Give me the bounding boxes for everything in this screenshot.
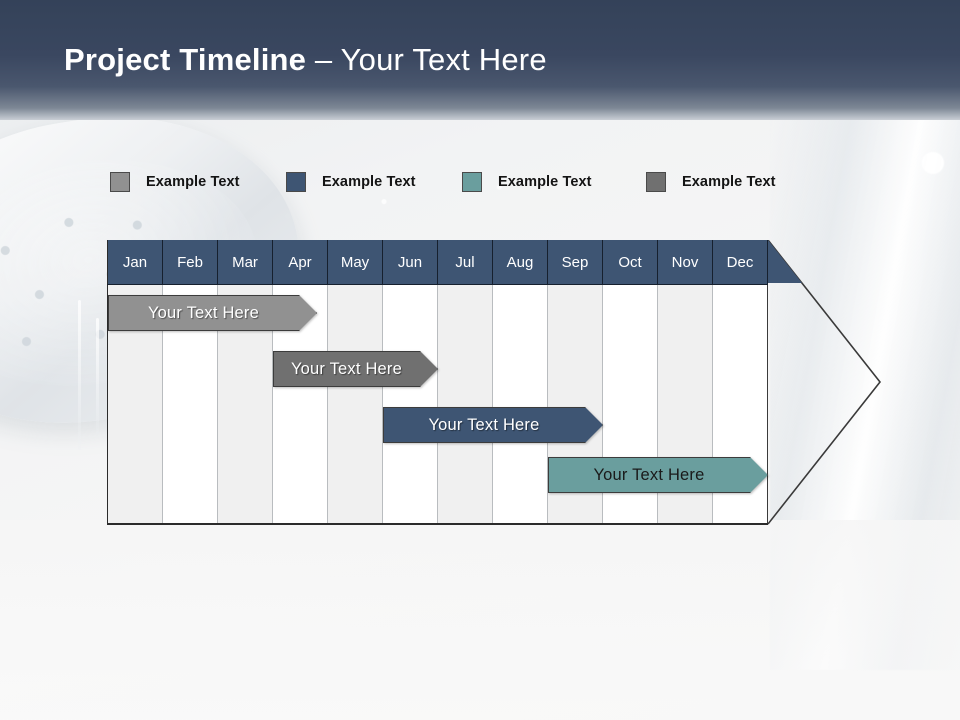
legend: Example Text Example Text Example Text Exam… [0,168,960,196]
month-header-aug[interactable]: Aug [492,240,548,284]
gantt-bottom-border [107,523,768,525]
month-header-jun[interactable]: Jun [382,240,438,284]
legend-item-3[interactable]: Example Text [462,168,592,196]
task-bar-label: Your Text Here [147,303,260,322]
task-bar-shape [548,457,768,493]
gantt-column-mar: Mar [217,240,273,524]
month-header-mar[interactable]: Mar [217,240,273,284]
task-bar-label: Your Text Here [593,465,705,484]
month-header-dec[interactable]: Dec [712,240,768,284]
page-title-light: Your Text Here [340,42,547,77]
page-title-separator: – [306,42,341,77]
task-bar-label: Your Text Here [290,359,403,378]
legend-swatch-icon [286,172,306,192]
month-header-sep[interactable]: Sep [547,240,603,284]
page-title: Project Timeline – Your Text Here [64,42,547,78]
gantt-column-feb: Feb [162,240,218,524]
gantt-column-aug: Aug [492,240,548,524]
task-bar-shape [383,407,603,443]
gantt-left-border [107,240,108,524]
gantt-column-jul: Jul [437,240,493,524]
water-stream-icon [78,300,81,450]
page-title-strong: Project Timeline [64,42,307,77]
task-bar-label: Your Text Here [428,415,540,434]
task-bar-1[interactable]: Your Text Here [108,295,317,331]
month-header-nov[interactable]: Nov [657,240,713,284]
task-bar-shape [273,351,438,387]
legend-label: Example Text [146,174,240,190]
month-header-may[interactable]: May [327,240,383,284]
legend-swatch-icon [646,172,666,192]
floor-reflection [0,520,960,720]
legend-swatch-icon [110,172,130,192]
legend-label: Example Text [682,174,776,190]
task-bar-4[interactable]: Your Text Here [548,457,768,493]
month-header-feb[interactable]: Feb [162,240,218,284]
month-header-oct[interactable]: Oct [602,240,658,284]
gantt-header-divider [107,284,768,285]
task-bar-shape [108,295,317,331]
legend-label: Example Text [498,174,592,190]
month-header-jan[interactable]: Jan [107,240,163,284]
task-bar-2[interactable]: Your Text Here [273,351,438,387]
legend-swatch-icon [462,172,482,192]
gantt-column-jan: Jan [107,240,163,524]
task-bar-3[interactable]: Your Text Here [383,407,603,443]
legend-item-1[interactable]: Example Text [110,168,240,196]
legend-item-4[interactable]: Example Text [646,168,776,196]
water-stream-icon [96,318,99,438]
month-header-jul[interactable]: Jul [437,240,493,284]
timeline-arrow-icon [767,239,884,525]
month-header-apr[interactable]: Apr [272,240,328,284]
legend-label: Example Text [322,174,416,190]
legend-item-2[interactable]: Example Text [286,168,416,196]
title-banner: Project Timeline – Your Text Here [0,0,960,120]
